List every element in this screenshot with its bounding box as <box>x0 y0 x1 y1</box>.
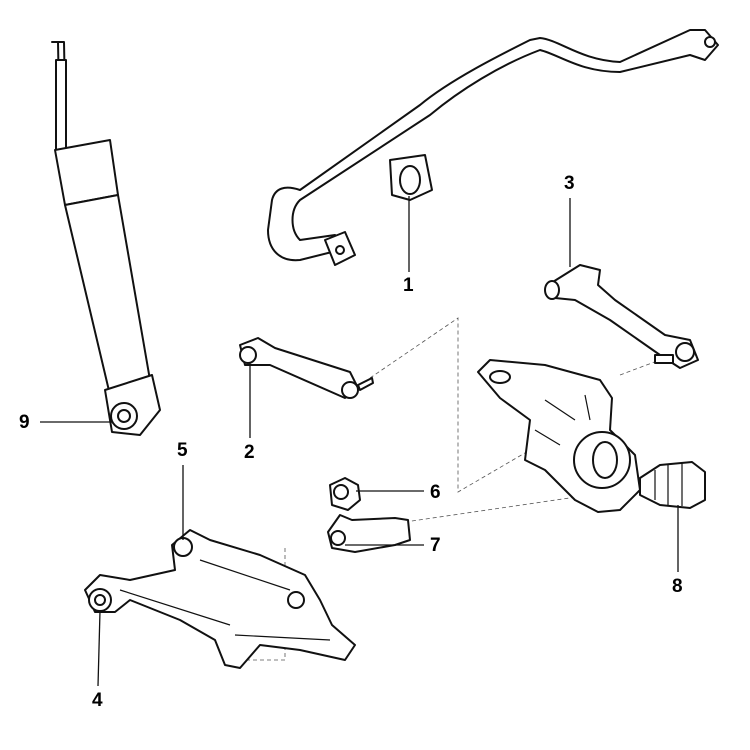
leader-lines <box>40 196 679 687</box>
lateral-link <box>239 337 374 399</box>
stabilizer-bushing <box>389 154 433 201</box>
toe-link <box>327 477 411 553</box>
callout-3: 3 <box>564 173 575 194</box>
wheel-carrier <box>477 359 641 513</box>
axle-boot <box>639 461 706 509</box>
upper-control-arm <box>544 264 699 369</box>
callout-5: 5 <box>177 440 188 461</box>
lower-control-arm <box>84 529 356 669</box>
callout-4: 4 <box>92 690 103 711</box>
shock-absorber <box>51 41 161 436</box>
callout-9: 9 <box>19 412 30 433</box>
callout-8: 8 <box>672 576 683 597</box>
callout-6: 6 <box>430 482 441 503</box>
callout-2: 2 <box>244 442 255 463</box>
callout-1: 1 <box>403 275 414 296</box>
stabilizer-bar <box>267 29 719 266</box>
callout-7: 7 <box>430 535 441 556</box>
